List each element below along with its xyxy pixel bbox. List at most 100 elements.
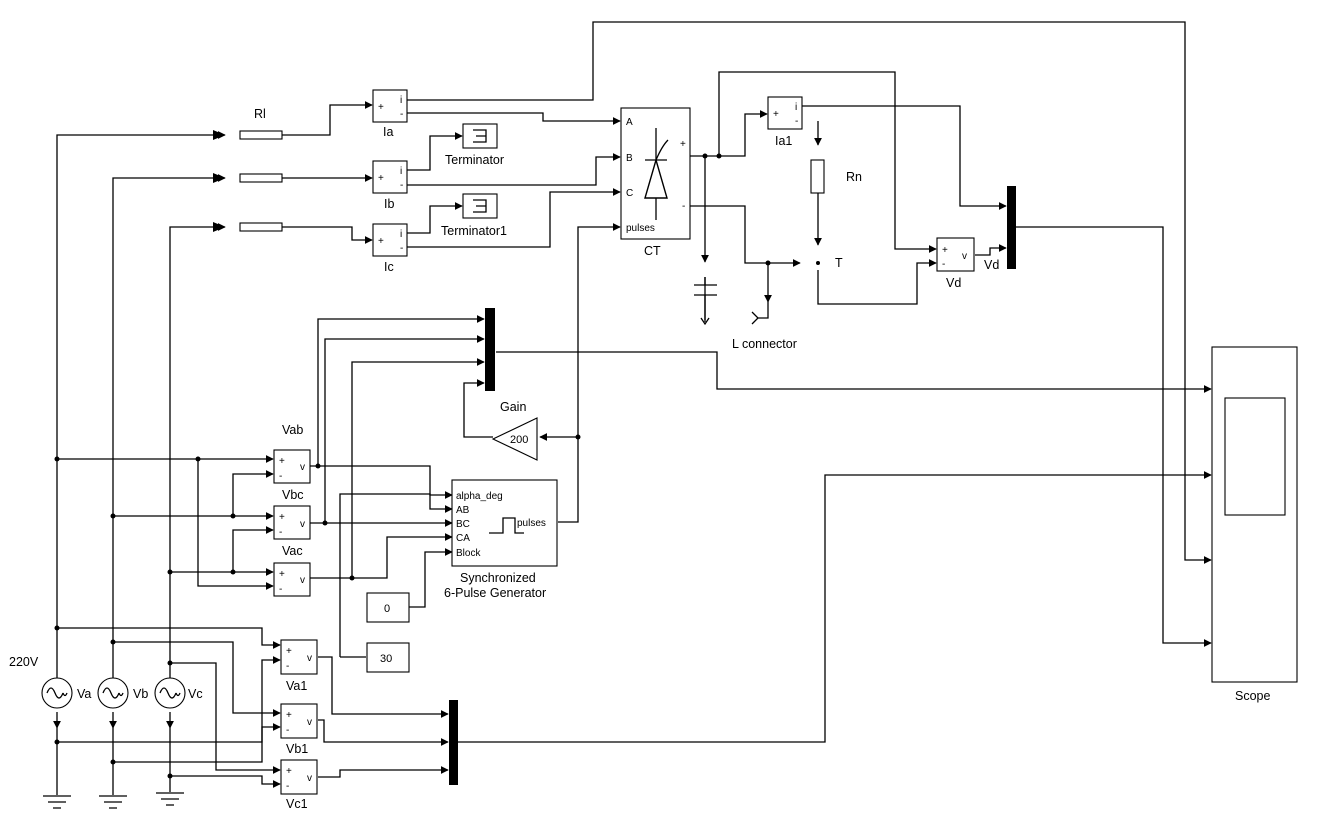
- mux-gain[interactable]: [485, 308, 495, 391]
- ct-port-b: B: [626, 153, 633, 164]
- line-resistors[interactable]: Rl: [213, 107, 283, 232]
- current-meas-ib[interactable]: + i - Ib: [372, 160, 408, 211]
- vb1-plus: +: [286, 710, 292, 721]
- vab-minus: -: [279, 471, 282, 482]
- sync-port-bc: BC: [456, 519, 470, 530]
- l-connector[interactable]: L connector: [732, 311, 797, 351]
- ia1-plus: +: [773, 109, 779, 120]
- ic-minus: -: [400, 243, 403, 254]
- t-connector[interactable]: T: [816, 256, 843, 270]
- vac-v: v: [300, 575, 305, 586]
- l-connector-label: L connector: [732, 337, 797, 351]
- terminator-label: Terminator: [445, 153, 504, 167]
- vc1-label: Vc1: [286, 797, 308, 811]
- vbc-minus: -: [279, 527, 282, 538]
- rl-label: Rl: [254, 107, 266, 121]
- sync-port-ab: AB: [456, 505, 470, 516]
- ct-port-pulses: pulses: [626, 223, 655, 234]
- va1-plus: +: [286, 646, 292, 657]
- ct-bridge[interactable]: A B C pulses + - CT: [620, 107, 691, 258]
- ac-source-va[interactable]: Va: [41, 677, 91, 709]
- voltage-meas-va1[interactable]: + - v Va1: [280, 639, 318, 693]
- const30-value: 30: [380, 653, 392, 665]
- capacitor[interactable]: [694, 277, 717, 326]
- vbc-v: v: [300, 519, 305, 530]
- ia1-minus: -: [795, 116, 798, 127]
- ib-i: i: [400, 166, 402, 177]
- vc1-v: v: [307, 773, 312, 784]
- vab-plus: +: [279, 456, 285, 467]
- current-meas-ic[interactable]: + i - Ic: [372, 223, 408, 274]
- terminator1-label: Terminator1: [441, 224, 507, 238]
- sync-port-alpha: alpha_deg: [456, 491, 503, 502]
- vb1-label: Vb1: [286, 742, 308, 756]
- terminator[interactable]: Terminator: [445, 123, 504, 167]
- ia-plus: +: [378, 102, 384, 113]
- vb-label: Vb: [133, 687, 148, 701]
- ac-source-vc[interactable]: Vc: [154, 677, 203, 709]
- pulse-waveform-icon: [489, 517, 524, 534]
- terminator1[interactable]: Terminator1: [441, 193, 507, 238]
- va-label: Va: [77, 687, 91, 701]
- const0-value: 0: [384, 603, 390, 615]
- ic-i: i: [400, 229, 402, 240]
- wires: [53, 21, 1212, 795]
- vd-minus: -: [942, 259, 945, 270]
- rn-label: Rn: [846, 170, 862, 184]
- ia-label: Ia: [383, 125, 393, 139]
- source-voltage-label: 220V: [9, 655, 39, 669]
- vac-label: Vac: [282, 544, 303, 558]
- vd-signal-label: Vd: [984, 258, 999, 272]
- ib-plus: +: [378, 173, 384, 184]
- vc1-plus: +: [286, 766, 292, 777]
- va1-minus: -: [286, 661, 289, 672]
- gain-block[interactable]: 200 Gain: [491, 400, 538, 461]
- ground-icons: [43, 792, 184, 809]
- ct-port-c: C: [626, 188, 633, 199]
- constant-0[interactable]: 0: [366, 592, 410, 623]
- ib-label: Ib: [384, 197, 394, 211]
- voltage-meas-vd[interactable]: + - v Vd Vd: [936, 237, 999, 290]
- vbc-plus: +: [279, 512, 285, 523]
- ia1-label: Ia1: [775, 134, 792, 148]
- scope[interactable]: Scope: [1211, 346, 1298, 703]
- va1-v: v: [307, 653, 312, 664]
- voltage-meas-vc1[interactable]: + - v Vc1: [280, 759, 318, 811]
- sync-label-line1: Synchronized: [460, 571, 536, 585]
- resistor-rn[interactable]: Rn: [810, 159, 862, 194]
- ac-source-vb[interactable]: Vb: [97, 677, 148, 709]
- mux-vd[interactable]: [1007, 186, 1016, 269]
- voltage-meas-vab[interactable]: + - v Vab: [273, 423, 311, 484]
- vd-v: v: [962, 251, 967, 262]
- vb1-minus: -: [286, 725, 289, 736]
- va1-label: Va1: [286, 679, 307, 693]
- scope-screen-icon: [1224, 397, 1286, 516]
- current-meas-ia1[interactable]: + i - Ia1: [767, 96, 803, 148]
- sync-pulse-generator[interactable]: alpha_deg AB BC CA Block pulses Synchron…: [444, 479, 558, 600]
- mux-phase[interactable]: [449, 700, 458, 785]
- ia1-i: i: [795, 102, 797, 113]
- voltage-meas-vac[interactable]: + - v Vac: [273, 544, 311, 597]
- voltage-meas-vbc[interactable]: + - v Vbc: [273, 488, 311, 540]
- vb1-v: v: [307, 717, 312, 728]
- ib-minus: -: [400, 180, 403, 191]
- vd-block-label: Vd: [946, 276, 961, 290]
- sync-port-ca: CA: [456, 533, 470, 544]
- junction-dots: [54, 153, 771, 779]
- ct-port-minus: -: [682, 201, 685, 212]
- sync-port-block: Block: [456, 548, 481, 559]
- vab-v: v: [300, 462, 305, 473]
- vd-plus: +: [942, 245, 948, 256]
- gain-value: 200: [510, 434, 528, 446]
- constant-30[interactable]: 30: [366, 642, 410, 673]
- sync-port-pulses: pulses: [517, 518, 546, 529]
- ic-label: Ic: [384, 260, 394, 274]
- current-meas-ia[interactable]: + i - Ia: [372, 89, 408, 139]
- ia-minus: -: [400, 109, 403, 120]
- vc1-minus: -: [286, 781, 289, 792]
- scope-label: Scope: [1235, 689, 1270, 703]
- voltage-meas-vb1[interactable]: + - v Vb1: [280, 703, 318, 756]
- vac-minus: -: [279, 584, 282, 595]
- gain-label: Gain: [500, 400, 526, 414]
